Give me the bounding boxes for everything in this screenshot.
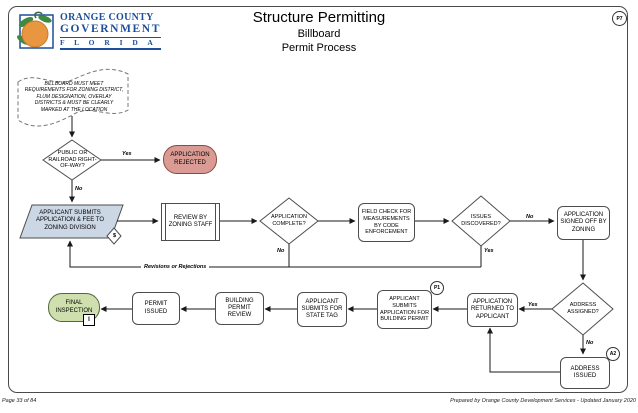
issues-discovered-decision: ISSUES DISCOVERED?: [453, 208, 509, 234]
predefined-process-left-bar: [165, 204, 166, 240]
address-issued-label: ADDRESS ISSUED: [570, 365, 600, 379]
permit-issued-node: PERMIT ISSUED: [132, 292, 180, 325]
submit-application-label: APPLICANT SUBMITS APPLICATION & FEE TO Z…: [35, 210, 105, 231]
building-permit-review-node: BUILDING PERMIT REVIEW: [215, 292, 264, 325]
edge-no-application-complete: No: [277, 248, 285, 254]
page-title: Structure Permitting: [252, 9, 386, 26]
page-subtitle-1: Billboard: [297, 28, 341, 40]
edge-yes-issues-discovered: Yes: [484, 248, 494, 254]
page-ref-p7: P7: [612, 11, 627, 26]
edge-no-issues-discovered: No: [526, 214, 534, 220]
fee-indicator: $: [108, 230, 121, 242]
field-check-label: FIELD CHECK FOR MEASUREMENTS BY CODE ENF…: [361, 209, 412, 236]
prepared-by-note: Prepared by Orange County Development Se…: [450, 398, 636, 404]
note-label: BILLBOARD MUST MEET REQUIREMENTS FOR ZON…: [24, 80, 124, 113]
logo-text: ORANGE COUNTY GOVERNMENT F L O R I D A: [60, 11, 161, 50]
application-returned-node: APPLICATION RETURNED TO APPLICANT: [467, 293, 518, 327]
address-assigned-label: ADDRESS ASSIGNED?: [567, 302, 599, 315]
edge-revisions-or-rejections: Revisions or Rejections: [141, 263, 210, 270]
title-block: Structure Permitting Billboard Permit Pr…: [189, 9, 449, 54]
page-ref-p1: P1: [430, 281, 444, 295]
building-permit-application-label: APPLICANT SUBMITS APPLICATION FOR BUILDI…: [379, 296, 430, 323]
address-issued-node: ADDRESS ISSUED: [560, 357, 610, 389]
billboard-requirements-note: BILLBOARD MUST MEET REQUIREMENTS FOR ZON…: [20, 76, 128, 118]
page-subtitle-2: Permit Process: [281, 42, 357, 54]
state-tag-label: APPLICANT SUBMITS FOR STATE TAG: [301, 298, 343, 320]
edge-yes-address-assigned: Yes: [528, 302, 538, 308]
logo-line-2: GOVERNMENT: [60, 22, 161, 35]
page-border-frame: [8, 6, 628, 393]
review-by-zoning-node: REVIEW BY ZONING STAFF: [161, 203, 220, 241]
predefined-process-right-bar: [215, 204, 216, 240]
fee-symbol-label: $: [112, 232, 117, 239]
orange-logo-icon: [17, 11, 54, 49]
field-check-node: FIELD CHECK FOR MEASUREMENTS BY CODE ENF…: [358, 203, 415, 242]
page-ref-a2: A2: [606, 347, 620, 361]
building-permit-review-label: BUILDING PERMIT REVIEW: [225, 297, 254, 319]
right-of-way-decision: PUBLIC OR RAILROAD RIGHT- OF-WAY?: [44, 147, 101, 173]
issues-discovered-label: ISSUES DISCOVERED?: [461, 214, 501, 227]
permit-issued-label: PERMIT ISSUED: [144, 301, 168, 315]
signed-off-label: APPLICATION SIGNED OFF BY ZONING: [560, 212, 607, 233]
application-rejected-label: APPLICATION REJECTED: [170, 152, 210, 166]
address-assigned-decision: ADDRESS ASSIGNED?: [553, 296, 613, 322]
review-by-zoning-label: REVIEW BY ZONING STAFF: [168, 214, 213, 228]
final-inspection-node: FINAL INSPECTION I: [48, 293, 100, 326]
edge-no-right-of-way: No: [75, 186, 83, 192]
application-complete-decision: APPLICATION COMPLETE?: [262, 208, 316, 234]
application-rejected-node: APPLICATION REJECTED: [163, 145, 217, 174]
right-of-way-label: PUBLIC OR RAILROAD RIGHT- OF-WAY?: [48, 150, 97, 170]
edge-no-address-assigned: No: [586, 340, 594, 346]
submit-application-step: APPLICANT SUBMITS APPLICATION & FEE TO Z…: [26, 208, 114, 234]
orange-county-logo: ORANGE COUNTY GOVERNMENT F L O R I D A: [16, 10, 161, 52]
building-permit-application-node: APPLICANT SUBMITS APPLICATION FOR BUILDI…: [377, 290, 432, 329]
logo-line-1: ORANGE COUNTY: [60, 11, 154, 23]
inspection-marker: I: [83, 314, 95, 326]
state-tag-node: APPLICANT SUBMITS FOR STATE TAG: [297, 292, 347, 327]
logo-line-3: F L O R I D A: [60, 37, 161, 50]
edge-yes-right-of-way: Yes: [122, 151, 132, 157]
page-number: Page 33 of 84: [2, 398, 37, 404]
application-returned-label: APPLICATION RETURNED TO APPLICANT: [470, 299, 515, 320]
signed-off-node: APPLICATION SIGNED OFF BY ZONING: [557, 206, 610, 240]
application-complete-label: APPLICATION COMPLETE?: [271, 214, 307, 227]
final-inspection-label: FINAL INSPECTION: [55, 300, 93, 314]
